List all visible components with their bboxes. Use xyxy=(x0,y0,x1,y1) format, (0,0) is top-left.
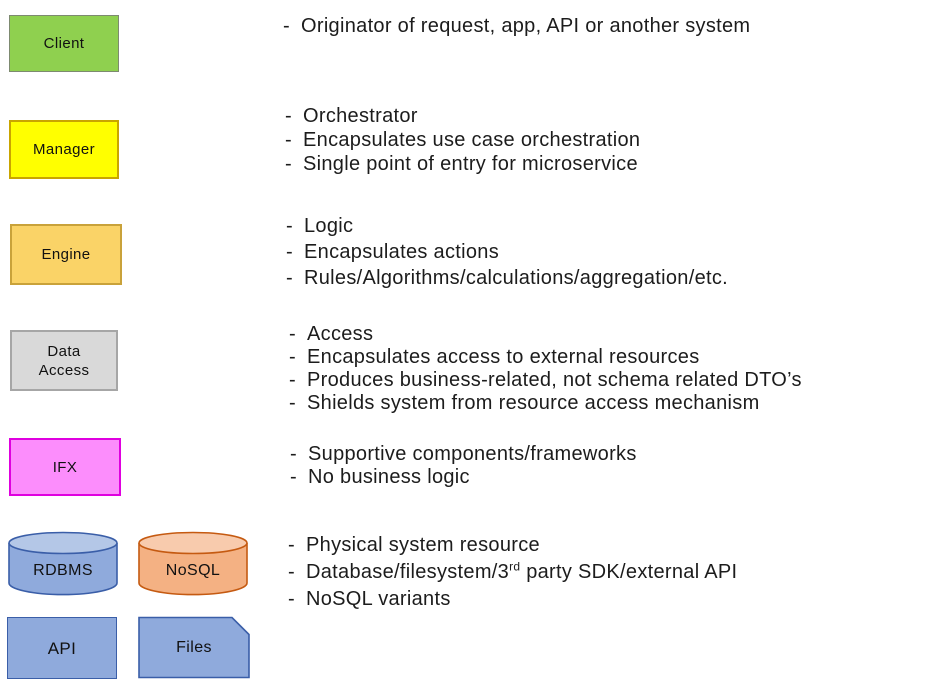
data-access-label-line1: Data xyxy=(47,342,81,360)
engine-box-label: Engine xyxy=(41,246,91,263)
ifx-notes: - Supportive components/frameworks - No … xyxy=(290,443,637,489)
bullet-text: Logic xyxy=(304,215,354,237)
bullet-text: Encapsulates actions xyxy=(304,241,500,263)
bullet-text: Database/filesystem/3rd party SDK/extern… xyxy=(306,559,737,586)
bullet-text: Encapsulates access to external resource… xyxy=(307,346,700,368)
bullet-dash: - xyxy=(288,534,295,556)
bullet-dash: - xyxy=(285,153,292,175)
bullet-line: - Supportive components/frameworks xyxy=(290,443,637,466)
bullet-text: Rules/Algorithms/calculations/aggregatio… xyxy=(304,267,729,289)
bullet-text-superscript: rd xyxy=(509,559,521,574)
bullet-text: Physical system resource xyxy=(306,534,540,556)
bullet-text: Access xyxy=(307,323,374,345)
bullet-dash: - xyxy=(289,346,296,368)
ifx-box-label: IFX xyxy=(52,458,78,476)
nosql-cylinder-shape xyxy=(138,531,248,596)
bullet-dash: - xyxy=(286,241,293,263)
data-access-box-label: Data Access xyxy=(39,342,90,380)
bullet-line: - Originator of request, app, API or ano… xyxy=(283,14,750,38)
bullet-text: Supportive components/frameworks xyxy=(308,443,637,465)
rdbms-cylinder: RDBMS xyxy=(8,531,118,596)
api-box-label: API xyxy=(47,638,77,658)
bullet-dash: - xyxy=(288,588,295,610)
engine-box: Engine xyxy=(10,224,122,285)
bullet-text: Encapsulates use case orchestration xyxy=(303,129,641,151)
bullet-dash: - xyxy=(289,323,296,345)
bullet-line: - Produces business-related, not schema … xyxy=(289,369,802,392)
bullet-line: - NoSQL variants xyxy=(288,586,737,613)
bullet-dash: - xyxy=(286,215,293,237)
bullet-text: Originator of request, app, API or anoth… xyxy=(301,15,751,37)
manager-notes: - Orchestrator - Encapsulates use case o… xyxy=(285,104,640,176)
bullet-line: - Shields system from resource access me… xyxy=(289,392,802,415)
bullet-text-post: party SDK/external API xyxy=(520,561,738,583)
rdbms-cylinder-shape xyxy=(8,531,118,596)
bullet-text-pre: Database/filesystem/3 xyxy=(306,561,510,583)
bullet-line: - Access xyxy=(289,323,802,346)
client-box-label: Client xyxy=(43,35,85,52)
bullet-text: Orchestrator xyxy=(303,105,418,127)
manager-box: Manager xyxy=(9,120,119,179)
bullet-dash: - xyxy=(285,105,292,127)
bullet-text: No business logic xyxy=(308,466,470,488)
files-shape: Files xyxy=(138,616,250,679)
manager-box-label: Manager xyxy=(32,141,95,158)
bullet-dash: - xyxy=(290,443,297,465)
bullet-line: - Orchestrator xyxy=(285,104,640,128)
bullet-line: - Physical system resource xyxy=(288,532,737,559)
bullet-dash: - xyxy=(283,15,290,37)
bullet-line: - Logic xyxy=(286,213,728,239)
bullet-line: - Rules/Algorithms/calculations/aggregat… xyxy=(286,265,728,291)
data-access-label-line2: Access xyxy=(38,361,90,379)
bullet-line: - Single point of entry for microservice xyxy=(285,152,640,176)
bullet-dash: - xyxy=(290,466,297,488)
engine-notes: - Logic - Encapsulates actions - Rules/A… xyxy=(286,213,728,291)
bullet-line: - Encapsulates actions xyxy=(286,239,728,265)
files-snipped-corner-shape xyxy=(138,616,250,679)
resource-notes: - Physical system resource - Database/fi… xyxy=(288,532,737,613)
nosql-cylinder-label: NoSQL xyxy=(165,561,221,579)
data-access-notes: - Access - Encapsulates access to extern… xyxy=(289,323,802,415)
rdbms-cylinder-label: RDBMS xyxy=(33,561,93,579)
bullet-line: - Encapsulates use case orchestration xyxy=(285,128,640,152)
client-notes: - Originator of request, app, API or ano… xyxy=(283,14,750,38)
bullet-text: Produces business-related, not schema re… xyxy=(307,369,802,391)
bullet-dash: - xyxy=(289,392,296,414)
api-box: API xyxy=(7,617,117,679)
bullet-dash: - xyxy=(288,561,295,583)
data-access-box: Data Access xyxy=(10,330,118,391)
client-box: Client xyxy=(9,15,119,72)
bullet-line: - Encapsulates access to external resour… xyxy=(289,346,802,369)
bullet-line: - No business logic xyxy=(290,466,637,489)
bullet-line: - Database/filesystem/3rd party SDK/exte… xyxy=(288,559,737,586)
bullet-dash: - xyxy=(285,129,292,151)
bullet-text: Shields system from resource access mech… xyxy=(307,392,760,414)
bullet-text: NoSQL variants xyxy=(306,588,451,610)
bullet-dash: - xyxy=(286,267,293,289)
ifx-box: IFX xyxy=(9,438,121,496)
bullet-dash: - xyxy=(289,369,296,391)
nosql-cylinder: NoSQL xyxy=(138,531,248,596)
bullet-text: Single point of entry for microservice xyxy=(303,153,638,175)
files-shape-label: Files xyxy=(176,639,212,656)
